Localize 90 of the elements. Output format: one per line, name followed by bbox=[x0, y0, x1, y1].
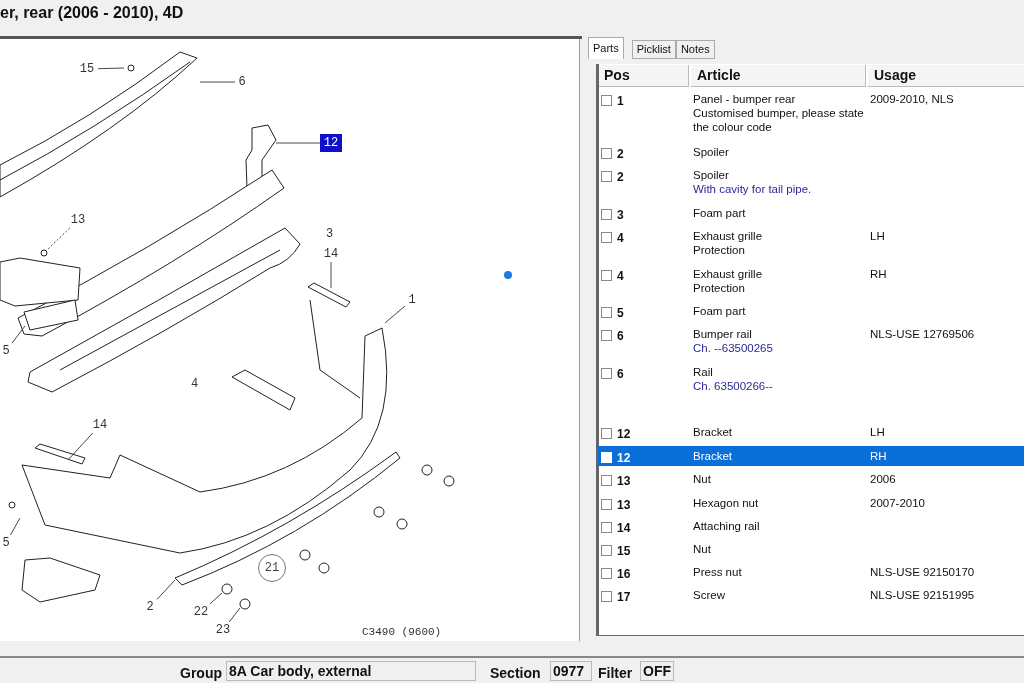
article-text: Customised bumper, please state the colour code bbox=[693, 106, 865, 134]
usage-text: NLS-USE 92150170 bbox=[870, 565, 975, 579]
leader-line bbox=[209, 592, 223, 605]
callout-number: 5 bbox=[0, 535, 12, 551]
position-number: 13 bbox=[617, 497, 631, 514]
leader-line bbox=[10, 517, 21, 536]
position-number: 13 bbox=[617, 473, 631, 490]
leader-line bbox=[384, 305, 406, 324]
article-text: Exhaust grille bbox=[693, 229, 764, 243]
status-label: Group bbox=[180, 664, 222, 683]
position-number: 4 bbox=[617, 268, 624, 285]
callout-number: 23 bbox=[212, 622, 234, 638]
position-number: 6 bbox=[617, 366, 624, 383]
article-text: Spoiler bbox=[693, 145, 730, 159]
article-text: Exhaust grille bbox=[693, 267, 764, 281]
position-number: 3 bbox=[617, 207, 624, 224]
notes-tab: Notes bbox=[675, 40, 715, 59]
article-note: Ch. 63500266-- bbox=[693, 379, 774, 393]
leader-line bbox=[228, 607, 241, 623]
highlighted-callout-number: 12 bbox=[320, 134, 342, 152]
article-note: Ch. --63500265 bbox=[693, 341, 774, 355]
article-text: Foam part bbox=[693, 206, 747, 220]
callout-number: 5 bbox=[0, 343, 12, 359]
article-text: Attaching rail bbox=[693, 519, 761, 533]
position-number: 6 bbox=[617, 328, 624, 345]
article-text: Nut bbox=[693, 542, 712, 556]
drawing-code-text: C3490 (9600) bbox=[362, 625, 442, 640]
article-text: Hexagon nut bbox=[693, 496, 760, 510]
leader-line bbox=[330, 261, 332, 289]
leader-line bbox=[97, 67, 125, 70]
position-number: 5 bbox=[617, 305, 624, 322]
article-text: Spoiler bbox=[693, 168, 730, 182]
position-number: 16 bbox=[617, 566, 631, 583]
usage-text: LH bbox=[870, 425, 885, 439]
position-number: 14 bbox=[617, 520, 631, 537]
usage-text: RH bbox=[870, 449, 887, 463]
callout-number: 15 bbox=[76, 61, 98, 77]
callout-number: 3 bbox=[326, 226, 334, 243]
filter-field: OFF bbox=[640, 661, 674, 681]
status-label: Section bbox=[490, 664, 541, 683]
column-header: Article bbox=[691, 65, 866, 87]
usage-text: NLS-USE 92151995 bbox=[870, 588, 975, 602]
leader-line bbox=[275, 142, 321, 144]
article-text: Protection bbox=[693, 281, 746, 295]
callout-number: 4 bbox=[191, 376, 199, 393]
article-text: Press nut bbox=[693, 565, 743, 579]
position-number: 2 bbox=[617, 169, 624, 186]
title-text: er, rear (2006 - 2010), 4D bbox=[0, 3, 184, 23]
article-text: Rail bbox=[693, 365, 714, 379]
column-header: Pos bbox=[599, 65, 689, 87]
article-text: Foam part bbox=[693, 304, 747, 318]
position-number: 15 bbox=[617, 543, 631, 560]
callout-number: 2 bbox=[143, 599, 157, 615]
article-text: Bracket bbox=[693, 425, 733, 439]
callout-number: 14 bbox=[89, 417, 111, 433]
leader-line bbox=[199, 81, 236, 83]
position-number: 17 bbox=[617, 589, 631, 606]
leader-line bbox=[156, 579, 176, 600]
callout-number: 6 bbox=[235, 74, 249, 90]
callout-number: 1 bbox=[405, 292, 419, 308]
position-number: 1 bbox=[617, 93, 624, 110]
article-text: Protection bbox=[693, 243, 746, 257]
column-header: Usage bbox=[868, 65, 1024, 87]
article-note: With cavity for tail pipe. bbox=[693, 182, 813, 196]
article-text: Bumper rail bbox=[693, 327, 753, 341]
position-number: 2 bbox=[617, 146, 624, 163]
leader-line bbox=[11, 325, 26, 344]
position-number: 4 bbox=[617, 230, 624, 247]
group-field: 8A Car body, external bbox=[226, 661, 476, 681]
usage-text: NLS-USE 12769506 bbox=[870, 327, 975, 341]
callout-number: 13 bbox=[67, 212, 89, 228]
article-text: Bracket bbox=[693, 449, 733, 463]
position-number: 12 bbox=[617, 450, 631, 467]
article-text: Screw bbox=[693, 588, 726, 602]
usage-text: LH bbox=[870, 229, 885, 243]
picklist-tab: Picklist bbox=[631, 40, 676, 59]
article-text: Panel - bumper rear bbox=[693, 92, 797, 106]
callout-number: 14 bbox=[320, 246, 342, 262]
position-number: 12 bbox=[617, 426, 631, 443]
leader-line bbox=[46, 227, 71, 251]
usage-text: 2009-2010, NLS bbox=[870, 92, 954, 106]
usage-text: 2007-2010 bbox=[870, 496, 925, 510]
article-text: Nut bbox=[693, 472, 712, 486]
callout-number: 22 bbox=[190, 604, 212, 620]
status-label: Filter bbox=[598, 664, 633, 683]
section-field: 0977 bbox=[550, 661, 592, 681]
usage-text: RH bbox=[870, 267, 887, 281]
parts-tab: Parts bbox=[588, 37, 624, 59]
leader-line bbox=[67, 432, 94, 461]
usage-text: 2006 bbox=[870, 472, 896, 486]
